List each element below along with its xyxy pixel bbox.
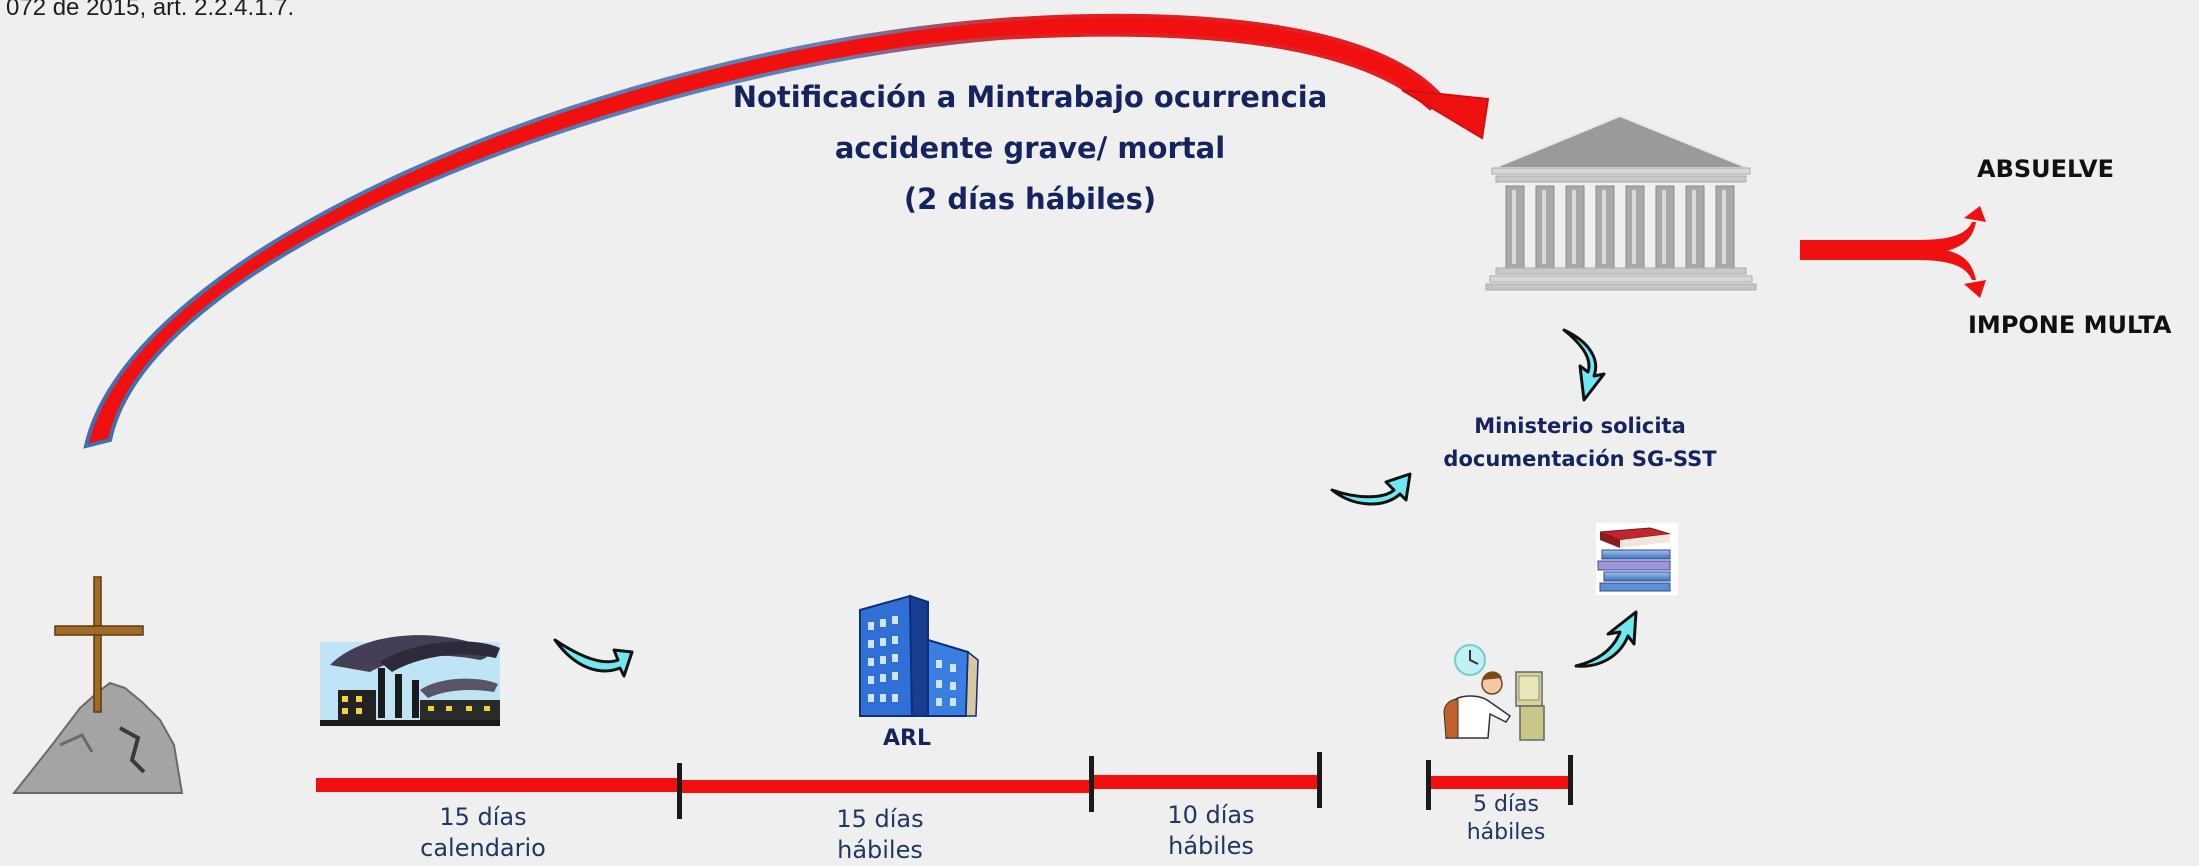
arl-label: ARL xyxy=(883,726,931,751)
factory-icon xyxy=(320,635,500,726)
duration-label-4: 5 días hábiles xyxy=(1466,792,1546,845)
timeline-bar xyxy=(316,752,1322,819)
notification-line-3: (2 días hábiles) xyxy=(903,182,1157,216)
arrow-worker-to-books xyxy=(1574,610,1638,668)
arrow-courthouse-to-ministry xyxy=(1562,328,1606,402)
timeline-segment-3 xyxy=(1092,775,1320,789)
courthouse-icon xyxy=(1485,114,1757,291)
notification-line-1: Notificación a Mintrabajo ocurrencia xyxy=(732,80,1328,114)
duration-label-2: 15 días hábiles xyxy=(836,805,924,864)
notification-line-2: accidente grave/ mortal xyxy=(834,131,1226,165)
timeline-bar-short xyxy=(1426,755,1573,810)
timeline-tick xyxy=(1317,752,1322,808)
worker-computer-icon xyxy=(1443,644,1545,741)
ministry-line-2: documentación SG-SST xyxy=(1443,447,1717,471)
timeline-tick xyxy=(1568,755,1573,805)
duration-label-3: 10 días hábiles xyxy=(1167,801,1255,860)
arrow-factory-to-arl xyxy=(553,638,634,678)
timeline-tick xyxy=(1089,756,1094,812)
timeline-segment-4 xyxy=(1428,776,1570,789)
timeline-tick xyxy=(1426,760,1431,810)
ministry-line-1: Ministerio solicita xyxy=(1474,414,1686,438)
notification-arc-arrow xyxy=(83,13,1490,449)
outcome-split-arrow xyxy=(1800,206,1986,298)
timeline-segment-2 xyxy=(680,780,1092,793)
timeline-segment-1 xyxy=(316,778,680,792)
building-icon xyxy=(859,594,979,717)
cross-grave-icon xyxy=(11,576,184,794)
arrow-to-ministry-text xyxy=(1330,472,1412,506)
books-icon xyxy=(1596,523,1678,595)
notification-label: Notificación a Mintrabajo ocurrencia acc… xyxy=(733,72,1328,225)
timeline-tick xyxy=(677,763,682,819)
outcome-fine: IMPONE MULTA xyxy=(1968,311,2172,339)
ministry-request-label: Ministerio solicita documentación SG-SST xyxy=(1443,410,1716,476)
outcome-absolve: ABSUELVE xyxy=(1977,155,2114,183)
legal-reference: 072 de 2015, art. 2.2.4.1.7. xyxy=(6,0,295,21)
duration-label-1: 15 días calendario xyxy=(420,803,546,862)
